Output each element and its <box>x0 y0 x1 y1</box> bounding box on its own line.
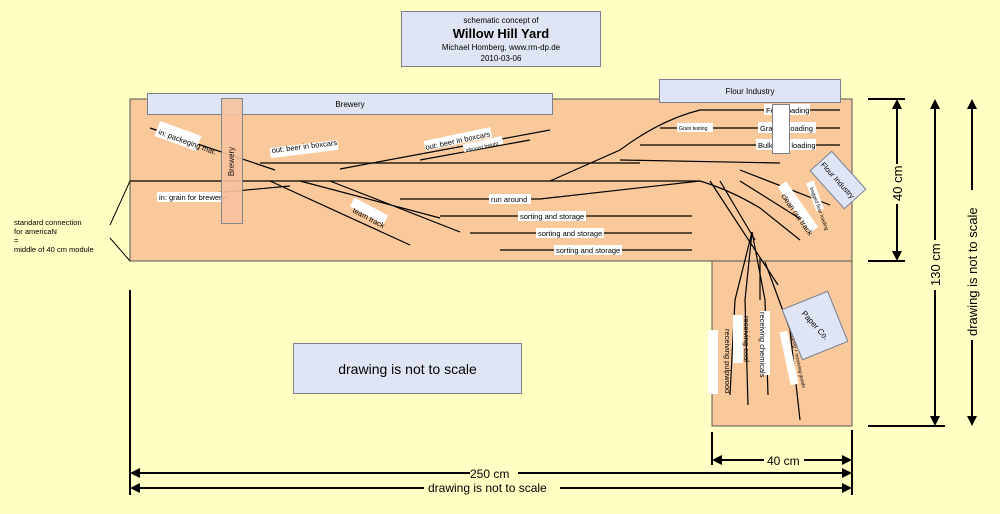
brewery-vertical-box: Brewery <box>221 98 243 224</box>
label-chemicals: receiving chemicals <box>758 312 767 378</box>
label-sorting-1: sorting and storage <box>520 212 584 221</box>
title-main: Willow Hill Yard <box>452 25 550 41</box>
label-grain-in: in: grain for brewery <box>159 193 226 202</box>
title-block: schematic concept of Willow Hill Yard Mi… <box>401 11 601 67</box>
title-subtitle: schematic concept of <box>463 15 539 25</box>
connection-note: standard connection for americaN = middl… <box>14 218 94 254</box>
dim-not-scale-side: drawing is not to scale <box>965 207 980 336</box>
dim-width-module: 40 cm <box>767 454 800 468</box>
flour-silo-box <box>772 104 790 154</box>
dim-not-scale-bottom: drawing is not to scale <box>428 481 547 495</box>
label-sorting-2: sorting and storage <box>538 229 602 238</box>
brewery-top-box: Brewery <box>147 93 553 115</box>
label-pulpwood: receiving pulpwood <box>723 329 732 393</box>
arrow-heads <box>130 99 977 493</box>
connection-bracket <box>109 180 131 262</box>
title-author: Michael Homberg, www.rm-dp.de <box>441 42 561 52</box>
dim-height-module: 40 cm <box>890 166 905 201</box>
flour-industry-top-box: Flour Industry <box>659 79 841 103</box>
dim-width-total: 250 cm <box>470 467 509 481</box>
scale-note-box: drawing is not to scale <box>293 343 522 394</box>
label-sorting-3: sorting and storage <box>556 246 620 255</box>
dim-height-total: 130 cm <box>928 243 943 286</box>
label-grain-testing: Grain testing <box>679 126 708 132</box>
title-date: 2010-03-06 <box>480 53 522 63</box>
label-run-around: run around <box>491 195 527 204</box>
label-coal: receiving coal <box>742 316 751 362</box>
